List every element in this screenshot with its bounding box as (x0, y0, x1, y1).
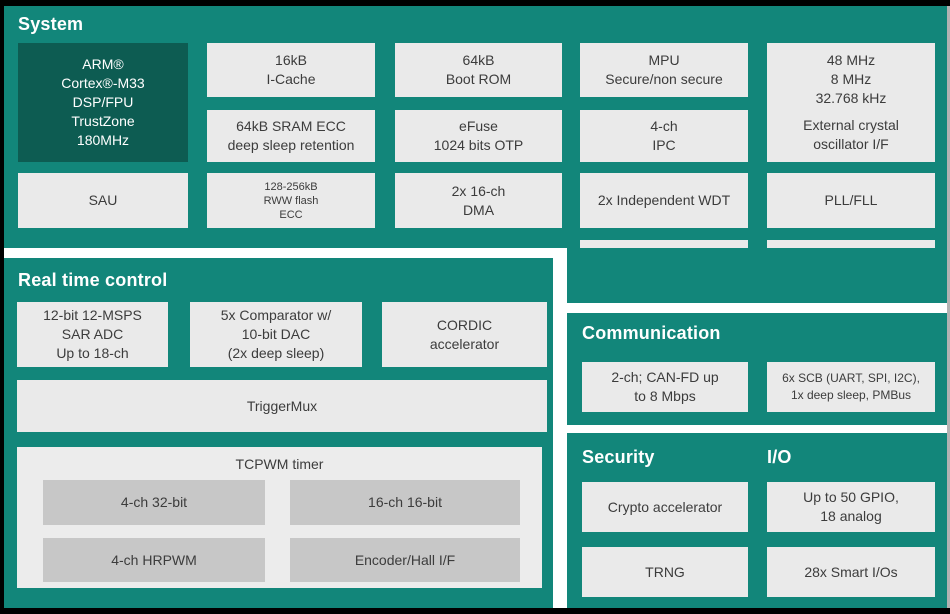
block-pll: PLL/FLL (767, 173, 935, 228)
tcpwm-timer-container: TCPWM timer 4-ch 32-bit 16-ch 16-bit 4-c… (17, 447, 542, 588)
bottom-black-bar (0, 608, 950, 614)
block-crystal-oscillator: 48 MHz 8 MHz 32.768 kHz External crystal… (767, 43, 935, 162)
security-io-panel: Security I/O Crypto accelerator Up to 50… (567, 433, 947, 608)
right-crop-edge (947, 0, 950, 614)
block-tcpwm-16ch-16bit: 16-ch 16-bit (290, 480, 520, 525)
left-black-border (0, 0, 4, 614)
block-triggermux: TriggerMux (17, 380, 547, 432)
block-tcpwm-encoder-hall: Encoder/Hall I/F (290, 538, 520, 582)
block-smart-io: 28x Smart I/Os (767, 547, 935, 597)
communication-title: Communication (582, 323, 721, 343)
system-panel-extension (567, 248, 947, 303)
system-panel: System ARM® Cortex®-M33 DSP/FPU TrustZon… (4, 6, 947, 293)
top-black-bar (0, 0, 950, 6)
block-flash: 128-256kB RWW flash ECC (207, 173, 375, 228)
block-comparator-dac: 5x Comparator w/ 10-bit DAC (2x deep sle… (190, 302, 362, 367)
block-wdt: 2x Independent WDT (580, 173, 748, 228)
block-cpu: ARM® Cortex®-M33 DSP/FPU TrustZone 180MH… (18, 43, 188, 162)
block-bootrom: 64kB Boot ROM (395, 43, 562, 97)
block-tcpwm-4ch-32bit: 4-ch 32-bit (43, 480, 265, 525)
block-sram: 64kB SRAM ECC deep sleep retention (207, 110, 375, 162)
block-gpio: Up to 50 GPIO, 18 analog (767, 482, 935, 532)
block-mpu: MPU Secure/non secure (580, 43, 748, 97)
block-trng: TRNG (582, 547, 748, 597)
block-canfd: 2-ch; CAN-FD up to 8 Mbps (582, 362, 748, 412)
block-dma: 2x 16-ch DMA (395, 173, 562, 228)
block-icache: 16kB I-Cache (207, 43, 375, 97)
real-time-control-panel: Real time control 12-bit 12-MSPS SAR ADC… (4, 258, 553, 608)
system-title: System (18, 14, 84, 34)
security-title: Security (582, 447, 655, 467)
communication-panel: Communication 2-ch; CAN-FD up to 8 Mbps … (567, 313, 947, 425)
block-crypto-accelerator: Crypto accelerator (582, 482, 748, 532)
block-efuse: eFuse 1024 bits OTP (395, 110, 562, 162)
real-time-control-title: Real time control (18, 270, 168, 290)
block-ipc: 4-ch IPC (580, 110, 748, 162)
io-title: I/O (767, 447, 792, 467)
block-scb: 6x SCB (UART, SPI, I2C), 1x deep sleep, … (767, 362, 935, 412)
block-sar-adc: 12-bit 12-MSPS SAR ADC Up to 18-ch (17, 302, 168, 367)
block-sau: SAU (18, 173, 188, 228)
tcpwm-timer-title: TCPWM timer (235, 456, 324, 472)
block-cordic: CORDIC accelerator (382, 302, 547, 367)
block-tcpwm-hrpwm: 4-ch HRPWM (43, 538, 265, 582)
